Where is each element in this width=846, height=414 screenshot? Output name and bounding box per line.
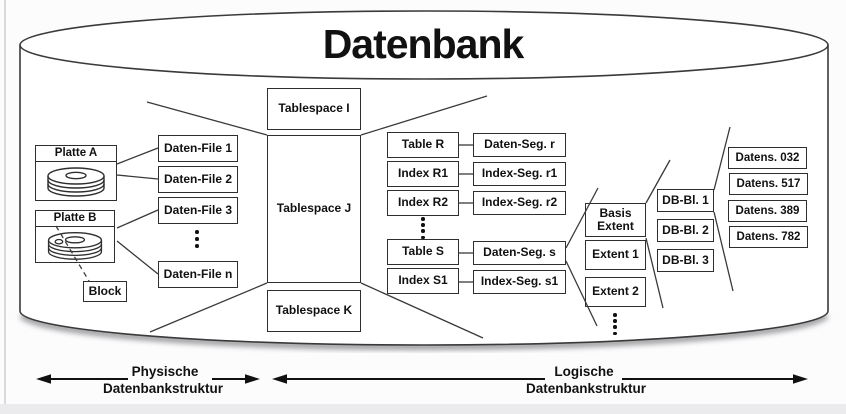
box-extent-1: Extent 1 (585, 240, 646, 270)
box-daten-seg-s: Daten-Seg. s (473, 241, 566, 265)
ellipsis-files (195, 230, 199, 248)
slide-bottom-strip (0, 404, 846, 414)
legend-logical-line2: Datenbankstruktur (525, 381, 647, 396)
box-tablespace-j: Tablespace J (267, 135, 361, 283)
cylinder-shadow (19, 312, 829, 351)
box-index-seg-r1: Index-Seg. r1 (473, 162, 566, 186)
box-table-s: Table S (387, 239, 459, 265)
disk-b-label: Platte B (36, 211, 114, 227)
disk-icon (47, 231, 103, 260)
box-datens-032: Datens. 032 (728, 147, 807, 169)
box-daten-file-2: Daten-File 2 (158, 166, 238, 193)
block-marker-icon (54, 238, 64, 245)
link-diskb-filen (116, 240, 159, 275)
disk-a-label: Platte A (36, 146, 116, 162)
disk-b-art (36, 227, 114, 262)
fan-left-bottom (149, 282, 268, 333)
box-block: Block (83, 281, 127, 302)
box-daten-file-1: Daten-File 1 (158, 135, 238, 162)
box-db-block-2: DB-Bl. 2 (657, 219, 714, 242)
box-daten-file-n: Daten-File n (158, 261, 238, 288)
box-datens-389: Datens. 389 (728, 200, 807, 222)
fan-tablespace-top (360, 95, 488, 136)
box-db-block-1: DB-Bl. 1 (657, 189, 714, 212)
arrowhead-physical-right (245, 374, 260, 384)
box-daten-file-3: Daten-File 3 (158, 197, 238, 224)
disk-icon (47, 167, 105, 197)
box-table-r: Table R (387, 132, 459, 158)
box-datens-517: Datens. 517 (729, 173, 808, 195)
box-datens-782: Datens. 782 (729, 226, 808, 248)
box-db-block-3: DB-Bl. 3 (657, 249, 714, 272)
arrowhead-physical-left (36, 374, 51, 384)
box-index-r1: Index R1 (387, 161, 459, 187)
diagram-title: Datenbank (322, 21, 525, 67)
box-tablespace-i: Tablespace I (267, 88, 361, 130)
box-basis-extent: Basis Extent (585, 203, 646, 237)
disk-platte-b: Platte B (35, 210, 115, 263)
legend-physical-line1: Physische (131, 364, 199, 379)
box-index-seg-r2: Index-Seg. r2 (473, 191, 566, 215)
disk-platte-a: Platte A (35, 145, 117, 201)
link-diska-file2 (116, 174, 159, 180)
disk-a-art (36, 162, 116, 200)
box-index-seg-s1: Index-Seg. s1 (473, 270, 566, 294)
slide-left-edge (4, 0, 6, 414)
legend-physical-line2: Datenbankstruktur (102, 381, 224, 396)
box-index-r2: Index R2 (387, 190, 459, 216)
legend-logical-line1: Logische (554, 364, 614, 379)
ellipsis-extents (613, 313, 617, 336)
box-extent-2: Extent 2 (585, 277, 646, 307)
arrowhead-logical-left (272, 374, 287, 384)
link-diska-file1 (116, 147, 159, 165)
box-tablespace-k: Tablespace K (267, 290, 361, 332)
box-daten-seg-r: Daten-Seg. r (473, 133, 566, 157)
fan-dbblock-bottom (713, 211, 734, 292)
arrowhead-logical-right (793, 374, 808, 384)
box-index-s1: Index S1 (387, 268, 459, 294)
fan-left-top (146, 101, 268, 136)
ellipsis-tables (421, 217, 425, 240)
link-diskb-file3 (116, 209, 159, 229)
